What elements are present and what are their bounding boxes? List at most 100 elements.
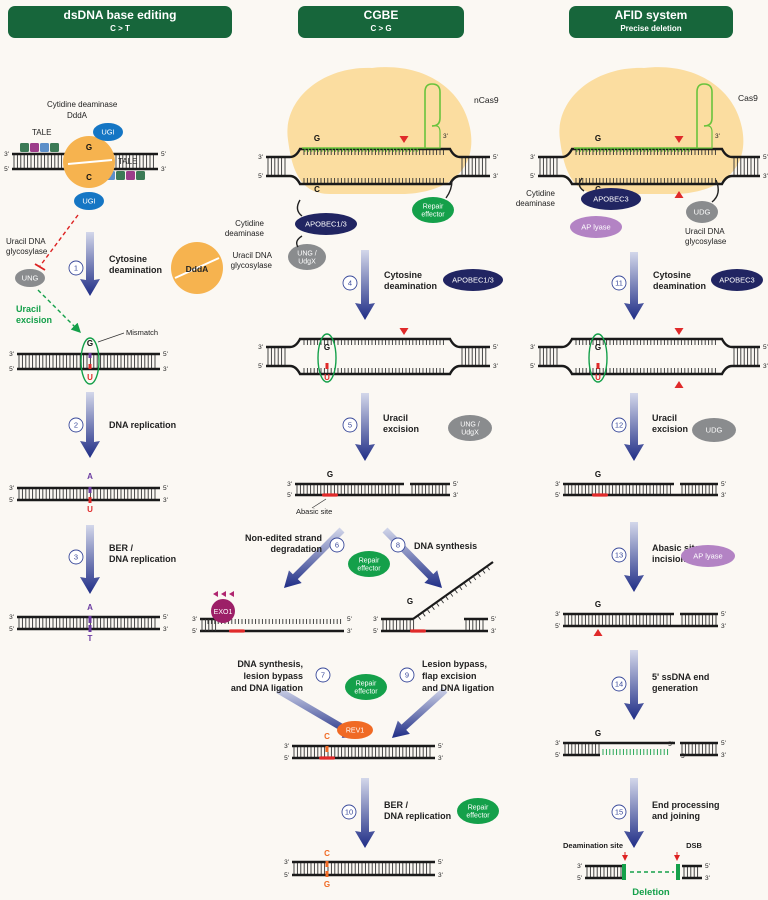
base-u: U: [87, 505, 93, 514]
strand-end-label: 5': [9, 497, 14, 504]
base-pair-ticks: [586, 866, 622, 878]
strand-end-label: 3': [347, 628, 352, 635]
process-arrow-right: [382, 527, 442, 588]
strand-end-label: 3': [555, 611, 560, 618]
afid-dna-1-top-strand: [538, 147, 760, 159]
strand-end-label: 5': [668, 741, 673, 748]
cgbe-dna-1-bottom-strand: [266, 174, 490, 186]
strand-end-label: 3': [715, 133, 720, 140]
process-arrow: [355, 393, 375, 461]
sgrna-pairing: [576, 148, 690, 152]
strand-end-label: 5': [192, 628, 197, 635]
base-u: U: [87, 373, 93, 382]
abasic-pointer: [311, 498, 327, 509]
direction-arrowhead: [213, 591, 218, 597]
strand-end-label: 5': [163, 351, 168, 358]
strand-end-label: 5': [577, 875, 582, 882]
strand-end-label: 3': [284, 743, 289, 750]
process-arrow: [624, 778, 644, 848]
process-arrow: [355, 778, 375, 848]
direction-arrowhead: [221, 591, 226, 597]
base-pair-ticks: [296, 484, 400, 495]
base-u: U: [595, 373, 601, 382]
base-pair-ticks: [267, 157, 286, 176]
strand-end-label: 5': [721, 481, 726, 488]
ung-udgx-enzyme-label: UNG /UdgX: [460, 421, 480, 436]
sgrna-strand: [302, 83, 441, 149]
strand-end-label: 3': [192, 616, 197, 623]
tale-repeat-block: [40, 143, 49, 152]
process-arrow: [80, 525, 100, 594]
strand-end-label: 3': [161, 166, 166, 173]
base-pair-ticks: [18, 617, 156, 629]
step-number: [399, 667, 415, 683]
strand-end-label: 3': [287, 481, 292, 488]
process-arrow: [624, 522, 644, 592]
base-c: C: [86, 173, 92, 182]
strand-end-label: 3': [763, 173, 768, 180]
base-pair-ticks: [564, 743, 600, 755]
step-number: [611, 275, 627, 291]
strand-end-label: 5': [530, 363, 535, 370]
tale-repeat-block: [126, 171, 135, 180]
base-pair-ticks: [411, 484, 447, 495]
strand-end-label: 5': [491, 616, 496, 623]
base-pair-ticks: [681, 484, 717, 495]
strand-end-label: 5': [530, 173, 535, 180]
repair-effector-enzyme: [457, 798, 499, 824]
ap-lyase-enzyme: [681, 545, 735, 567]
header-subtitle: C > G: [370, 24, 392, 33]
process-arrow: [624, 393, 644, 461]
base-g: G: [595, 134, 601, 143]
process-arrow-right: [392, 687, 448, 738]
base-pair-ticks: [303, 339, 444, 345]
direction-arrowhead: [229, 591, 234, 597]
step-number-label: 8: [396, 541, 400, 550]
tale-label: TALE: [118, 157, 137, 166]
strand-end-label: 5': [681, 753, 686, 760]
mismatch-label: Mismatch: [126, 328, 158, 337]
mismatch-oval: [80, 337, 100, 385]
step-number: [390, 537, 406, 553]
strand-end-label: 3': [493, 173, 498, 180]
base-pair-ticks: [465, 619, 484, 631]
base-c: C: [314, 185, 320, 194]
strand-end-label: 5': [721, 740, 726, 747]
nick-site-icon: [674, 136, 684, 143]
step-number-label: 6: [335, 541, 339, 550]
apobec3-enzyme: [581, 188, 641, 210]
strand-end-label: 3': [284, 859, 289, 866]
sgrna-pairing: [304, 148, 418, 152]
step-number: [342, 275, 358, 291]
step-number-label: 5: [348, 421, 352, 430]
repair-effector-enzyme: [348, 551, 390, 577]
strand-end-label: 5': [4, 166, 9, 173]
cgbe-dna-1-top-strand: [266, 147, 490, 159]
mismatch-oval: [588, 333, 608, 383]
step-number-label: 11: [615, 279, 623, 288]
abasic-site-mark: [592, 493, 608, 497]
strand-end-label: 3': [491, 628, 496, 635]
step-number: [68, 417, 84, 433]
afid-dna-2-bottom-strand: [538, 364, 760, 376]
incision-site-icon: [593, 629, 603, 636]
inhibition-line: [39, 214, 79, 267]
step-number: [341, 804, 357, 820]
step-number-label: 4: [348, 279, 352, 288]
step-number: [329, 537, 345, 553]
strand-end-label: 5': [161, 151, 166, 158]
tale-repeat-block: [30, 143, 39, 152]
repair-effector-enzyme: [345, 674, 387, 700]
base-pair-ticks: [293, 862, 431, 875]
step-number-label: 3: [74, 553, 78, 562]
afid-dna-1-bottom-strand: [538, 174, 760, 186]
abasic-site-mark: [322, 493, 338, 497]
udg-enzyme: [686, 201, 718, 223]
strand-end-label: 5': [258, 363, 263, 370]
